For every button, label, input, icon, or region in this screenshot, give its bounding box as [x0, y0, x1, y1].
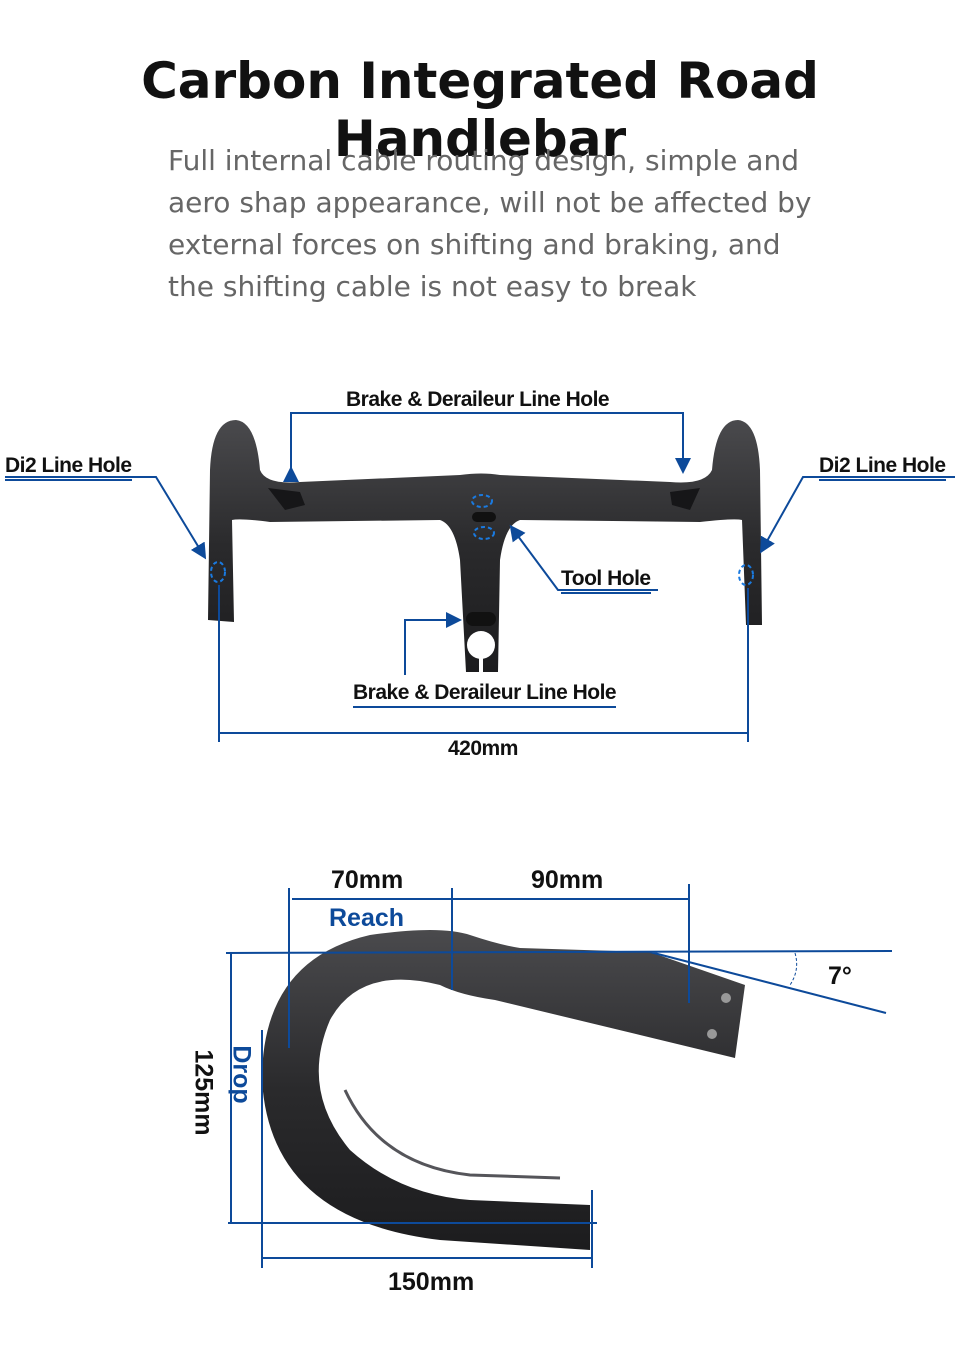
drop-dimension: 125mm	[189, 1049, 218, 1136]
reach-90-dimension: 90mm	[531, 866, 604, 894]
reach-label: Reach	[329, 904, 405, 932]
description-line: the shifting cable is not easy to break	[168, 270, 697, 303]
di2-left-label: Di2 Line Hole	[5, 454, 132, 481]
description-line: aero shap appearance, will not be affect…	[168, 186, 812, 219]
di2-right-label: Di2 Line Hole	[819, 454, 946, 481]
brake-derailleur-top-label: Brake & Deraileur Line Hole	[346, 388, 610, 411]
reach-70-dimension: 70mm	[331, 866, 404, 894]
handlebar-top-view	[208, 420, 762, 675]
page-title: Carbon Integrated Road Handlebar	[141, 52, 819, 168]
angle-label: 7°	[828, 962, 852, 990]
side-view-dimension-lines	[225, 884, 893, 1268]
description-line: Full internal cable routing design, simp…	[168, 144, 799, 177]
handlebar-side-view	[262, 930, 745, 1250]
description-line: external forces on shifting and braking,…	[168, 228, 781, 261]
product-description: Full internal cable routing design, simp…	[168, 140, 848, 308]
brake-derailleur-bottom-label: Brake & Deraileur Line Hole	[353, 681, 617, 708]
width-dimension: 420mm	[448, 737, 518, 760]
bottom-dimension: 150mm	[388, 1268, 475, 1296]
top-view-annotation-lines	[5, 412, 955, 742]
tool-hole-label: Tool Hole	[561, 567, 651, 594]
drop-label: Drop	[227, 1045, 256, 1104]
